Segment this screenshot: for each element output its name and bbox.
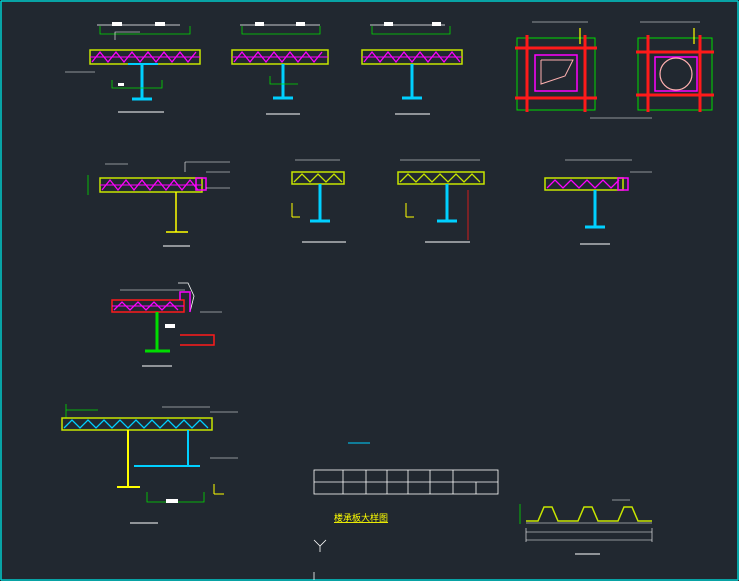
drawing-title: 楼承板大样图 [334, 512, 388, 524]
deck-profile-section [519, 499, 653, 555]
plan-view-circular-opening [636, 21, 714, 112]
detail-edge-1 [87, 161, 230, 247]
axis-y-icon [313, 539, 327, 580]
detail-step-connection [111, 282, 222, 367]
title-table [313, 469, 499, 495]
detail-edge-4 [544, 159, 652, 245]
detail-section-1 [65, 22, 201, 113]
detail-section-2 [231, 22, 329, 115]
detail-long-span [61, 404, 370, 524]
detail-edge-2 [291, 159, 346, 243]
detail-edge-3 [397, 159, 485, 243]
detail-section-3 [361, 22, 463, 115]
plan-view-square-opening [515, 21, 652, 119]
